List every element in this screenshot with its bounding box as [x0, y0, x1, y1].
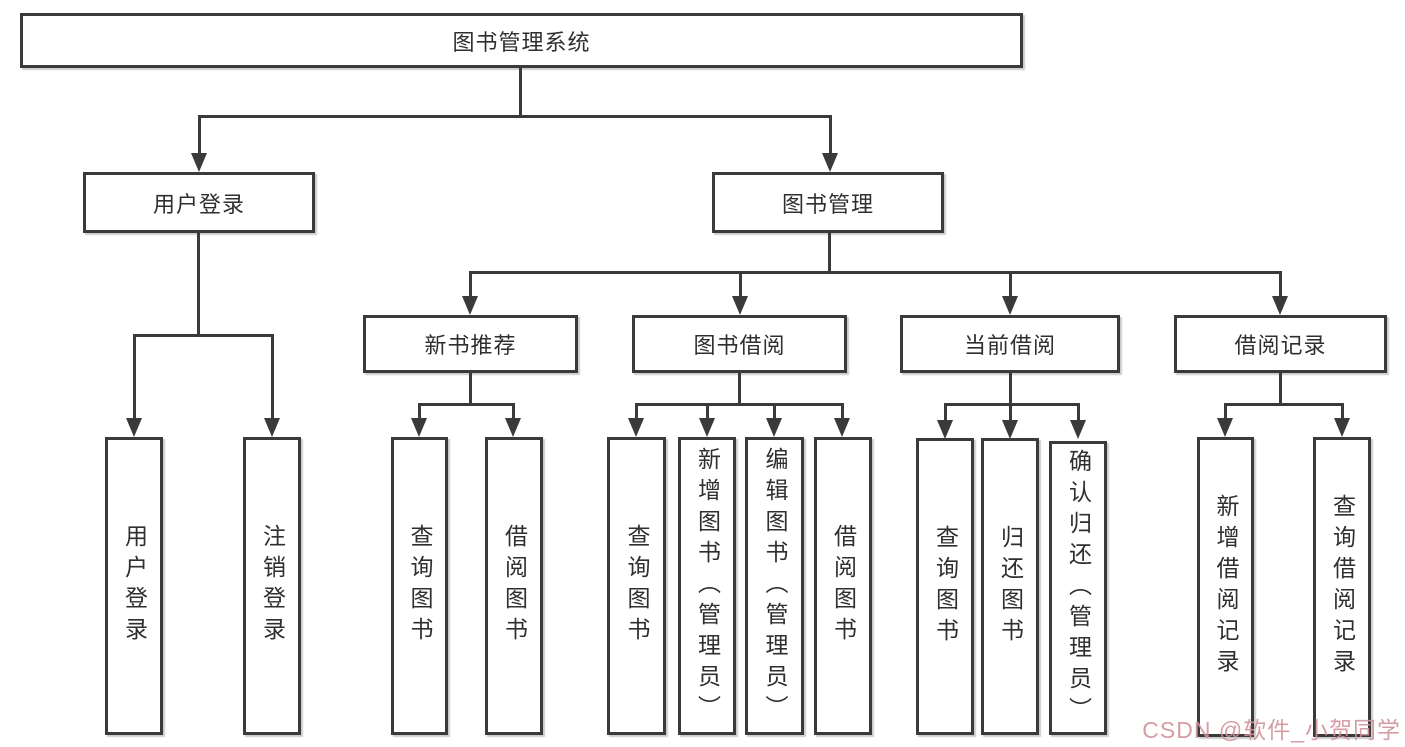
leaf-edit-book-admin: 编辑图书（管理员）: [745, 437, 804, 735]
node-new-book-rec: 新书推荐: [363, 315, 578, 373]
leaf-confirm-return-admin: 确认归还（管理员）: [1049, 441, 1107, 735]
node-user-login-label: 用户登录: [152, 191, 245, 217]
arrowhead-icon: [505, 418, 521, 437]
leaf-borrow-book-1: 借阅图书: [485, 437, 543, 735]
edge-stem: [418, 403, 421, 418]
node-current-borrow-label: 当前借阅: [963, 333, 1056, 358]
leaf-query-borrow-record-label: 查询借阅记录: [1329, 494, 1356, 680]
edge-stem: [706, 403, 709, 418]
leaf-logout-label: 注销登录: [259, 524, 286, 648]
edge-stem: [1341, 403, 1344, 418]
leaf-user-login: 用户登录: [105, 437, 163, 735]
edge-hline: [133, 334, 274, 337]
edge-stem: [1009, 403, 1012, 420]
arrowhead-icon: [937, 420, 953, 439]
leaf-user-login-label: 用户登录: [121, 524, 148, 648]
edge-stem: [1279, 271, 1282, 296]
leaf-return-book-label: 归还图书: [997, 524, 1024, 649]
edge-vline: [1009, 373, 1012, 406]
edge-hline: [198, 115, 832, 118]
arrowhead-icon: [699, 418, 715, 437]
arrowhead-icon: [1002, 420, 1018, 439]
arrowhead-icon: [191, 153, 207, 172]
node-current-borrow: 当前借阅: [900, 315, 1120, 373]
edge-stem: [1077, 403, 1080, 420]
leaf-add-borrow-record-label: 新增借阅记录: [1213, 494, 1239, 680]
edge-hline: [469, 271, 1282, 274]
edge-stem: [739, 271, 742, 296]
leaf-borrow-book-2: 借阅图书: [814, 437, 872, 735]
edge-stem: [512, 403, 515, 418]
edge-stem: [469, 271, 472, 296]
arrowhead-icon: [766, 418, 782, 437]
edge-vline: [519, 68, 522, 118]
arrowhead-icon: [834, 418, 850, 437]
leaf-query-book-2-label: 查询图书: [624, 524, 650, 648]
edge-stem: [635, 403, 638, 418]
leaf-edit-book-admin-label: 编辑图书（管理员）: [762, 446, 788, 726]
leaf-confirm-return-admin-label: 确认归还（管理员）: [1065, 448, 1092, 728]
node-book-mgmt-label: 图书管理: [781, 191, 874, 217]
edge-stem: [271, 334, 274, 418]
arrowhead-icon: [126, 418, 142, 437]
leaf-add-book-admin-label: 新增图书（管理员）: [694, 446, 721, 726]
arrowhead-icon: [1002, 296, 1018, 315]
edge-hline: [1224, 403, 1343, 406]
edge-stem: [133, 334, 136, 418]
arrowhead-icon: [732, 296, 748, 315]
node-borrow-records: 借阅记录: [1174, 315, 1387, 373]
node-borrow-records-label: 借阅记录: [1234, 333, 1327, 358]
leaf-logout: 注销登录: [243, 437, 301, 735]
edge-stem: [198, 115, 201, 153]
leaf-add-book-admin: 新增图书（管理员）: [678, 437, 736, 735]
leaf-return-book: 归还图书: [981, 438, 1039, 735]
edge-stem: [1009, 271, 1012, 296]
edge-stem: [841, 403, 844, 418]
arrowhead-icon: [1272, 296, 1288, 315]
edge-vline: [738, 373, 741, 406]
node-book-borrow-label: 图书借阅: [693, 333, 786, 358]
arrowhead-icon: [411, 418, 427, 437]
node-user-login: 用户登录: [83, 172, 315, 233]
edge-stem: [944, 403, 947, 420]
node-root-label: 图书管理系统: [452, 29, 591, 55]
edge-hline: [635, 403, 844, 406]
arrowhead-icon: [1217, 418, 1233, 437]
edge-stem: [1224, 403, 1227, 418]
leaf-borrow-book-1-label: 借阅图书: [501, 524, 528, 648]
arrowhead-icon: [462, 296, 478, 315]
arrowhead-icon: [1334, 418, 1350, 437]
edge-stem: [829, 115, 832, 153]
edge-vline: [469, 373, 472, 406]
arrowhead-icon: [628, 418, 644, 437]
leaf-query-borrow-record: 查询借阅记录: [1313, 437, 1371, 737]
edge-stem: [773, 403, 776, 418]
leaf-query-book-1-label: 查询图书: [407, 524, 433, 648]
leaf-query-book-3-label: 查询图书: [932, 524, 959, 649]
edge-vline: [828, 233, 831, 274]
leaf-borrow-book-2-label: 借阅图书: [830, 524, 857, 648]
edge-hline: [418, 403, 515, 406]
node-root: 图书管理系统: [20, 13, 1023, 68]
leaf-query-book-2: 查询图书: [607, 437, 666, 735]
arrowhead-icon: [822, 153, 838, 172]
leaf-query-book-3: 查询图书: [916, 438, 974, 735]
arrowhead-icon: [1070, 420, 1086, 439]
leaf-add-borrow-record: 新增借阅记录: [1197, 437, 1254, 737]
leaf-query-book-1: 查询图书: [391, 437, 448, 735]
arrowhead-icon: [264, 418, 280, 437]
node-book-mgmt: 图书管理: [712, 172, 944, 233]
node-new-book-rec-label: 新书推荐: [424, 333, 517, 358]
edge-vline: [197, 233, 200, 337]
edge-vline: [1279, 373, 1282, 406]
watermark: CSDN @软件_小贺同学: [1142, 717, 1401, 743]
node-book-borrow: 图书借阅: [632, 315, 847, 373]
